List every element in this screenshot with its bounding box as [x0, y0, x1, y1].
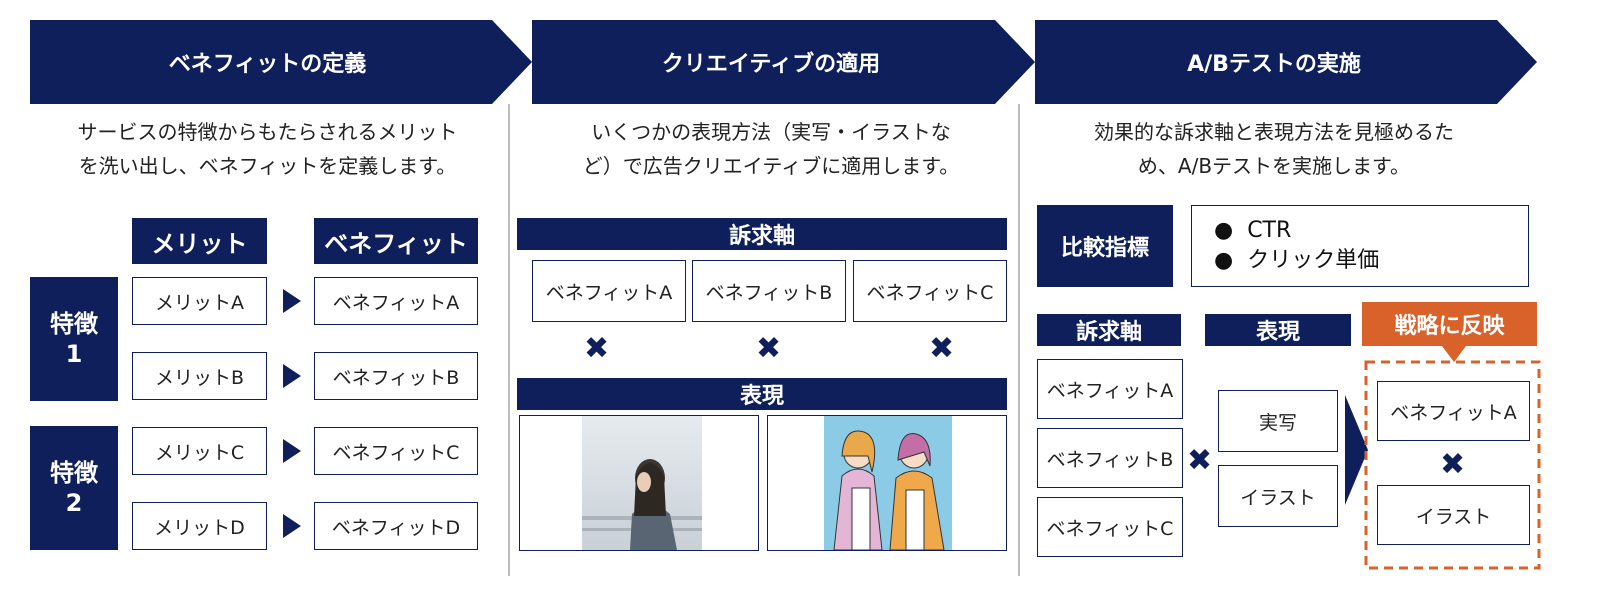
benefit-a-box: ベネフィットA	[314, 277, 478, 325]
times-icon: ✖	[756, 331, 782, 366]
s3-appeal-axis-label: 訴求軸	[1037, 314, 1181, 346]
desc-line: ど）で広告クリエイティブに適用します。	[582, 154, 960, 178]
merit-c-box: メリットC	[132, 427, 267, 475]
times-icon: ✖	[584, 331, 610, 366]
expr-photo-box: 実写	[1218, 390, 1338, 452]
feature-label-text: 特徴	[50, 459, 98, 487]
metric-item: ● クリック単価	[1214, 246, 1528, 276]
benefit-d-box: ベネフィットD	[314, 502, 478, 550]
metric-text: クリック単価	[1247, 248, 1380, 273]
benefit-column-header: ベネフィット	[314, 218, 478, 264]
header-chevron-2	[532, 20, 1035, 104]
section-2-title: クリエイティブの適用	[661, 52, 881, 77]
merit-a-box: メリットA	[132, 277, 267, 325]
comparison-metric-label: 比較指標	[1037, 205, 1173, 287]
expression-bar: 表現	[517, 378, 1007, 410]
arrow-right-icon	[283, 514, 301, 538]
s3-benefit-b-box: ベネフィットB	[1037, 428, 1183, 488]
divider-1	[508, 104, 510, 576]
s3-benefit-c-box: ベネフィットC	[1037, 497, 1183, 557]
feature-label-number: 1	[65, 340, 83, 368]
feature-label-number: 2	[65, 489, 83, 517]
bullet-icon: ●	[1214, 248, 1248, 273]
reflect-callout-pointer	[1442, 346, 1466, 362]
photo-image	[582, 416, 702, 550]
s3-benefit-a-box: ベネフィットA	[1037, 359, 1183, 419]
section-3-title: A/Bテストの実施	[1187, 52, 1361, 77]
illustration-image	[824, 416, 952, 550]
desc-line: め、A/Bテストを実施します。	[1137, 154, 1411, 178]
header-chevron-3	[1035, 20, 1537, 104]
metric-item: ● CTR	[1214, 216, 1528, 246]
metric-list: ● CTR ● クリック単価	[1191, 205, 1529, 287]
times-icon: ✖	[1187, 443, 1213, 478]
divider-2	[1018, 104, 1020, 576]
result-expression-box: イラスト	[1377, 485, 1530, 545]
benefit-b-box: ベネフィットB	[314, 352, 478, 400]
feature-label-text: 特徴	[50, 310, 98, 338]
photo-frame	[519, 415, 759, 551]
bullet-icon: ●	[1214, 218, 1248, 243]
times-icon: ✖	[929, 331, 955, 366]
reflect-strategy-label: 戦略に反映	[1362, 302, 1537, 346]
desc-line: サービスの特徴からもたらされるメリット	[77, 120, 458, 144]
feature-1-label: 特徴 1	[30, 277, 118, 401]
section-2-description: いくつかの表現方法（実写・イラストな ど）で広告クリエイティブに適用します。	[532, 115, 1010, 183]
arrow-right-icon	[283, 439, 301, 463]
header-chevron-1	[30, 20, 532, 104]
section-1-title: ベネフィットの定義	[168, 52, 367, 77]
times-icon: ✖	[1440, 447, 1466, 482]
illustration-frame	[767, 415, 1007, 551]
desc-line: を洗い出し、ベネフィットを定義します。	[78, 154, 457, 178]
merit-d-box: メリットD	[132, 502, 267, 550]
benefit-c-box: ベネフィットC	[314, 427, 478, 475]
arrow-right-icon	[283, 364, 301, 388]
section-1-description: サービスの特徴からもたらされるメリット を洗い出し、ベネフィットを定義します。	[30, 115, 505, 183]
merit-b-box: メリットB	[132, 352, 267, 400]
feature-2-label: 特徴 2	[30, 426, 118, 550]
s3-expression-label: 表現	[1205, 314, 1351, 346]
result-arrow	[1345, 395, 1368, 505]
appeal-axis-bar: 訴求軸	[517, 218, 1007, 250]
result-benefit-box: ベネフィットA	[1377, 381, 1530, 441]
merit-column-header: メリット	[132, 218, 267, 264]
result-dashed-frame	[1364, 360, 1541, 570]
s2-benefit-a-box: ベネフィットA	[532, 260, 686, 322]
expr-illustration-box: イラスト	[1218, 465, 1338, 527]
section-3-description: 効果的な訴求軸と表現方法を見極めるた め、A/Bテストを実施します。	[1035, 115, 1513, 183]
metric-text: CTR	[1247, 218, 1292, 243]
s2-benefit-c-box: ベネフィットC	[853, 260, 1007, 322]
s2-benefit-b-box: ベネフィットB	[692, 260, 846, 322]
desc-line: 効果的な訴求軸と表現方法を見極めるた	[1094, 120, 1454, 144]
arrow-right-icon	[283, 289, 301, 313]
desc-line: いくつかの表現方法（実写・イラストな	[591, 120, 951, 144]
